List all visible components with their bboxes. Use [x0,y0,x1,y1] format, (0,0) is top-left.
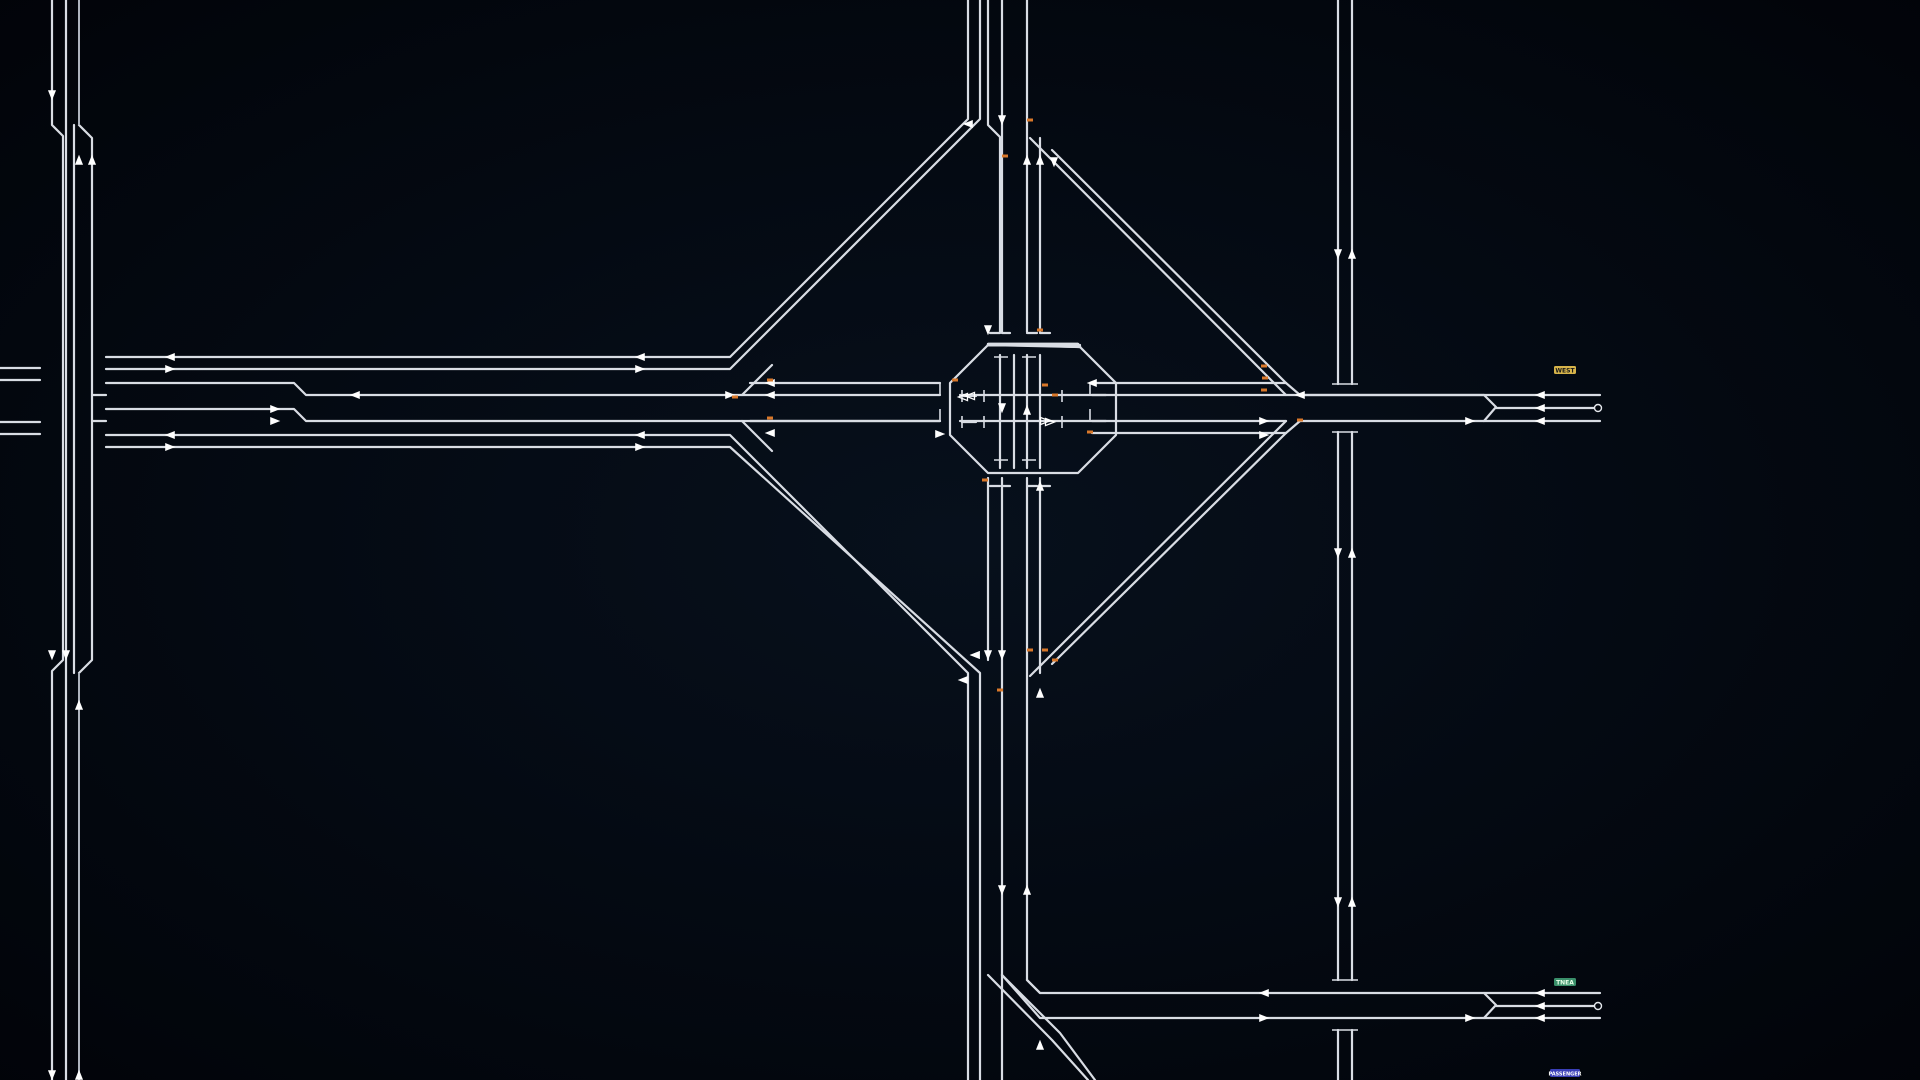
direction-arrow-icon [1534,988,1545,998]
direction-arrow-icon [165,364,176,374]
rail-signal-icon[interactable] [1297,418,1303,422]
direction-arrow-icon [635,442,646,452]
direction-arrow-icon [725,390,736,400]
rail-signal-icon[interactable] [1261,388,1267,392]
direction-arrow-icon [1259,430,1270,440]
rail-signal-icon[interactable] [1042,383,1048,387]
direction-arrow-icon [1039,416,1052,426]
direction-arrow-icon [1035,1039,1045,1050]
rail-signal-icon[interactable] [1087,430,1093,434]
direction-arrow-icon [963,391,976,401]
east-vertical-line [1332,0,1358,1080]
rail-signal-icon[interactable] [1027,118,1033,122]
rail-signal-icon[interactable] [952,378,958,382]
rail-signal-icon[interactable] [1042,648,1048,652]
direction-arrows [47,90,1545,1080]
direction-arrow-icon [1035,154,1045,165]
direction-arrow-icon [164,430,175,440]
direction-arrow-icon [74,699,84,710]
octagon-ring [939,331,1118,488]
direction-arrow-icon [47,90,57,101]
direction-arrow-icon [764,428,775,438]
direction-arrow-icon [1049,157,1059,168]
south-east-branch [1000,973,1603,1020]
rail-signal-icon[interactable] [1002,154,1008,158]
direction-arrow-icon [74,154,84,165]
east-approach [1028,136,1603,678]
rail-signal-icon[interactable] [732,395,738,399]
rail-signal-icon[interactable] [1037,328,1043,332]
direction-arrow-icon [1022,884,1032,895]
direction-arrow-icon [1347,547,1357,558]
station-south-stop[interactable]: TNEA [1554,978,1576,987]
direction-arrow-icon [61,650,71,661]
direction-arrow-icon [997,115,1007,126]
west-approach [90,0,982,1080]
direction-arrow-icon [997,885,1007,896]
direction-arrow-icon [1333,897,1343,908]
direction-arrow-icon [1035,480,1045,491]
direction-arrow-icon [997,403,1007,414]
left-mainline [0,0,94,1080]
rail-signal-icon[interactable] [1027,648,1033,652]
direction-arrow-icon [1534,416,1545,426]
direction-arrow-icon [1035,687,1045,698]
rail-signal-icon[interactable] [767,378,773,382]
direction-arrow-icon [1347,248,1357,259]
direction-arrow-icon [1465,416,1476,426]
direction-arrow-icon [634,430,645,440]
direction-arrow-icon [983,325,993,336]
direction-arrow-icon [47,1070,57,1080]
direction-arrow-icon [997,650,1007,661]
rail-signal-icon[interactable] [997,688,1003,692]
direction-arrow-icon [1534,403,1545,413]
station-bottom-stop[interactable]: PASSENGER [1548,1069,1582,1078]
direction-arrow-icon [962,119,973,129]
direction-arrow-icon [1465,1013,1476,1023]
station-label-west: WEST [1555,368,1575,375]
direction-arrow-icon [935,429,946,439]
direction-arrow-icon [1534,1013,1545,1023]
direction-arrow-icon [1333,548,1343,559]
direction-arrow-icon [270,404,281,414]
direction-arrow-icon [349,390,360,400]
direction-arrow-icon [164,352,175,362]
direction-arrow-icon [1534,390,1545,400]
direction-arrow-icon [87,154,97,165]
direction-arrow-icon [1259,416,1270,426]
direction-arrow-icon [1534,1001,1545,1011]
direction-arrow-icon [1086,378,1097,388]
direction-arrow-icon [957,675,968,685]
rail-signal-icon[interactable] [767,416,773,420]
direction-arrow-icon [1294,390,1305,400]
direction-arrow-icon [969,650,980,660]
station-label-tnea: TNEA [1556,980,1574,987]
direction-arrow-icon [983,650,993,661]
direction-arrow-icon [47,650,57,661]
rail-signal-icon[interactable] [982,478,988,482]
direction-arrow-icon [1259,1013,1270,1023]
direction-arrow-icon [635,364,646,374]
direction-arrow-icon [1347,896,1357,907]
direction-arrow-icon [1333,249,1343,260]
rail-signal-icon[interactable] [1052,658,1058,662]
station-north-stop[interactable]: WEST [1554,366,1576,375]
rail-signal-icon[interactable] [1052,393,1058,397]
rail-signal-icon[interactable] [1261,364,1267,368]
direction-arrow-icon [634,352,645,362]
direction-arrow-icon [764,390,775,400]
direction-arrow-icon [165,442,176,452]
direction-arrow-icon [1022,154,1032,165]
rail-signals [732,118,1303,692]
direction-arrow-icon [1022,404,1032,415]
station-label-passenger: PASSENGER [1548,1072,1581,1078]
direction-arrow-icon [1258,988,1269,998]
rail-signal-icon[interactable] [1262,376,1268,380]
direction-arrow-icon [270,416,281,426]
